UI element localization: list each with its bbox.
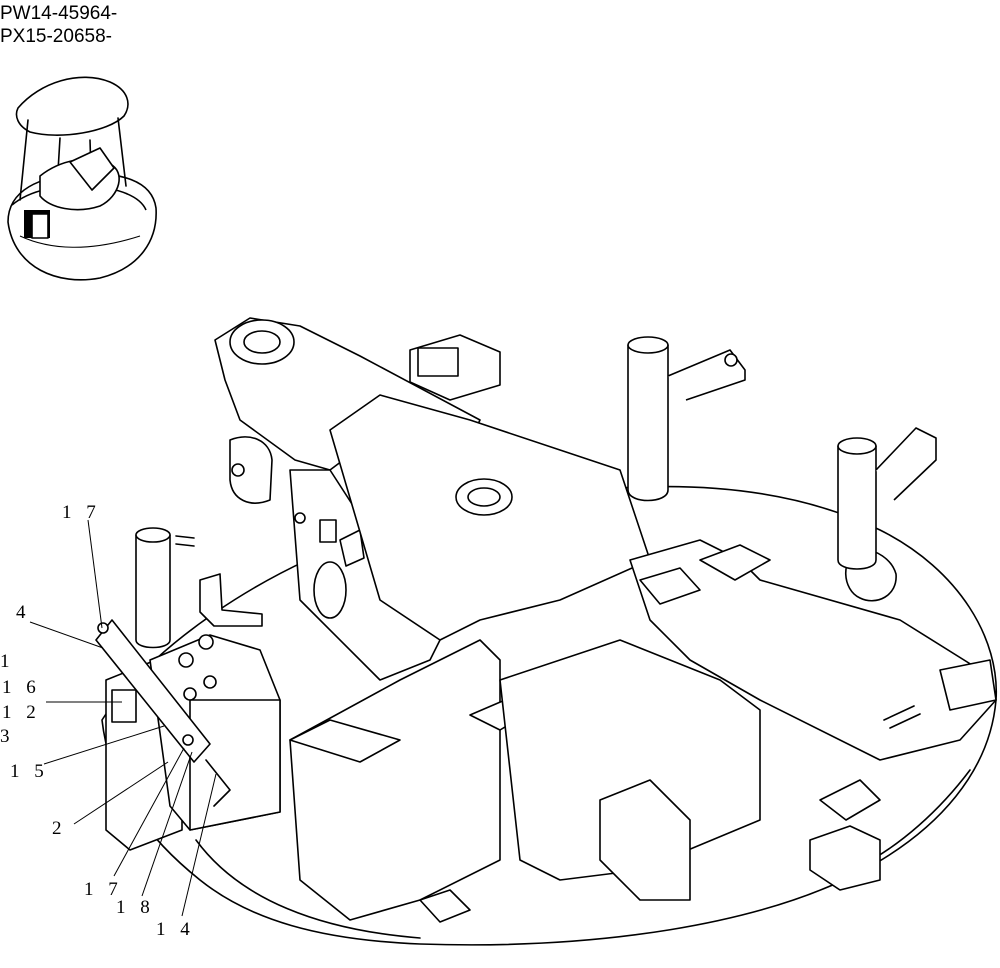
callout-12: 1 2	[2, 702, 41, 723]
swing-frame	[289, 334, 881, 921]
battery-assembly	[95, 535, 281, 851]
callout-16: 1 6	[2, 677, 41, 698]
callout-15: 1 5	[10, 761, 49, 782]
callout-1: 1	[0, 651, 15, 672]
leader-lines	[29, 519, 217, 917]
right-side-frame	[419, 539, 997, 923]
callout-labels: 1 7 4 1 1 6 1 2 3 1 5 2 1 7 1 8 1 4	[0, 502, 195, 940]
callout-3: 3	[0, 726, 15, 747]
callout-17-bottom: 1 7	[84, 879, 123, 900]
callout-14: 1 4	[156, 919, 195, 940]
mounting-posts	[135, 336, 937, 649]
callout-2: 2	[52, 818, 67, 839]
callout-17-top: 1 7	[62, 502, 101, 523]
serial-range-2: PX15-20658-	[0, 26, 112, 47]
machine-overview-thumbnail	[7, 76, 157, 281]
callout-4: 4	[16, 602, 31, 623]
boom-bracket	[214, 317, 481, 681]
serial-range-1: PW14-45964-	[0, 3, 118, 24]
callout-18: 1 8	[116, 897, 155, 918]
